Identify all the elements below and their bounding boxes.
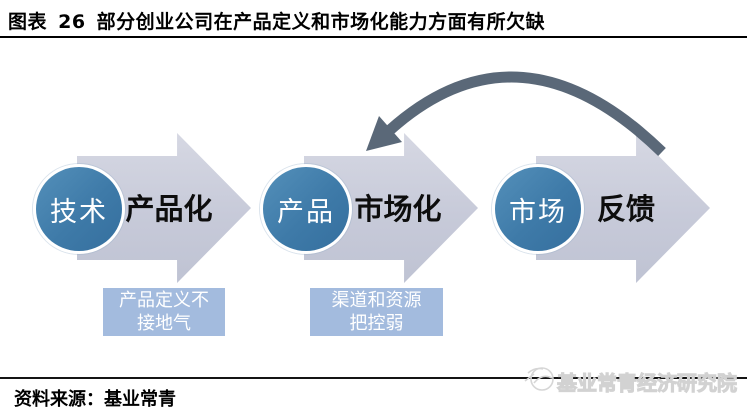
note-line-1: 产品定义不 [119, 290, 209, 311]
figure-title: 图表 26 部分创业公司在产品定义和市场化能力方面有所欠缺 [8, 11, 546, 33]
title-divider [0, 36, 747, 38]
source-note: 资料来源：基业常青 [14, 389, 176, 410]
circle-product: 产品 [260, 164, 352, 254]
circle-product-label: 产品 [277, 196, 335, 228]
note-line-2: 接地气 [137, 313, 191, 334]
note-product-definition: 产品定义不 接地气 [103, 288, 225, 336]
feedback-loop-arrowhead-icon [366, 116, 402, 151]
arrow-label-productization: 产品化 [125, 192, 213, 226]
circle-market-label: 市场 [509, 196, 567, 228]
institute-logo-icon [524, 367, 554, 391]
arrow-label-marketization: 市场化 [354, 192, 442, 226]
circle-technology: 技术 [33, 164, 125, 254]
circle-technology-label: 技术 [50, 196, 108, 228]
footer-divider [0, 377, 747, 379]
arrow-label-feedback: 反馈 [596, 192, 655, 226]
feedback-loop-arc [386, 71, 666, 156]
circle-market: 市场 [492, 164, 584, 254]
institute-watermark: 基业常青经济研究院 [557, 371, 738, 396]
note-line-1: 渠道和资源 [331, 290, 422, 311]
note-line-2: 把控弱 [349, 313, 404, 334]
note-channel-resources: 渠道和资源 把控弱 [310, 288, 443, 336]
